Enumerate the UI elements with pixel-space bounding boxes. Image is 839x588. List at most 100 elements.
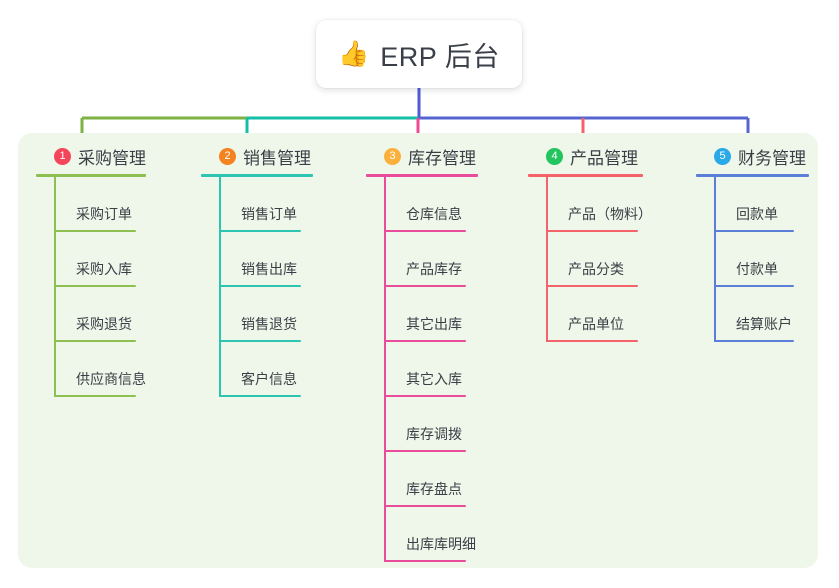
leaf-item-underline (714, 285, 794, 287)
leaf-item-label: 客户信息 (241, 371, 297, 387)
leaf-item[interactable]: 付款单 (696, 232, 839, 287)
leaf-item-underline (219, 395, 301, 397)
branch-spine-4 (546, 177, 548, 342)
leaf-item[interactable]: 结算账户 (696, 287, 839, 342)
leaf-item[interactable]: 库存盘点 (366, 452, 516, 507)
leaf-item[interactable]: 库存调拨 (366, 397, 516, 452)
leaf-item-label: 其它入库 (406, 371, 462, 387)
branch-items-2: 销售订单销售出库销售退货客户信息 (201, 177, 351, 397)
root-node-label: ERP 后台 (380, 41, 500, 72)
leaf-item-label: 供应商信息 (76, 371, 146, 387)
root-node[interactable]: 👍 ERP 后台 (316, 20, 522, 88)
branch-column-2: 2 销售管理销售订单销售出库销售退货客户信息 (201, 143, 351, 397)
leaf-item-label: 产品单位 (568, 316, 624, 332)
branch-underline-3 (366, 174, 478, 177)
leaf-item-underline (384, 340, 466, 342)
leaf-item-underline (714, 230, 794, 232)
branch-badge-3: 3 (384, 147, 401, 165)
leaf-item-underline (384, 285, 466, 287)
branch-title-1: 采购管理 (78, 148, 146, 168)
branch-title-2: 销售管理 (243, 148, 311, 168)
leaf-item-label: 库存盘点 (406, 481, 462, 497)
leaf-item[interactable]: 其它出库 (366, 287, 516, 342)
leaf-item[interactable]: 采购入库 (36, 232, 186, 287)
branch-badge-2: 2 (219, 147, 236, 165)
branch-underline-4 (528, 174, 643, 177)
branch-items-1: 采购订单采购入库采购退货供应商信息 (36, 177, 186, 397)
leaf-item-underline (54, 395, 136, 397)
leaf-item-label: 采购订单 (76, 206, 132, 222)
branch-spine-1 (54, 177, 56, 397)
leaf-item-label: 产品库存 (406, 261, 462, 277)
leaf-item-label: 采购入库 (76, 261, 132, 277)
leaf-item-label: 出库库明细 (406, 536, 476, 552)
leaf-item-label: 付款单 (736, 261, 778, 277)
leaf-item-underline (219, 285, 301, 287)
leaf-item-label: 销售退货 (241, 316, 297, 332)
leaf-item[interactable]: 回款单 (696, 177, 839, 232)
branch-badge-1: 1 (54, 147, 71, 165)
leaf-item-label: 产品（物料） (568, 206, 652, 222)
leaf-item[interactable]: 产品（物料） (528, 177, 683, 232)
leaf-item-underline (384, 505, 466, 507)
leaf-item-label: 采购退货 (76, 316, 132, 332)
leaf-item-underline (219, 230, 301, 232)
branch-column-1: 1 采购管理采购订单采购入库采购退货供应商信息 (36, 143, 186, 397)
leaf-item-underline (384, 395, 466, 397)
branch-underline-5 (696, 174, 809, 177)
branch-spine-2 (219, 177, 221, 397)
leaf-item[interactable]: 产品分类 (528, 232, 683, 287)
leaf-item[interactable]: 产品库存 (366, 232, 516, 287)
branch-badge-4: 4 (546, 147, 563, 165)
branch-underline-2 (201, 174, 313, 177)
leaf-item-underline (384, 450, 466, 452)
leaf-item[interactable]: 客户信息 (201, 342, 351, 397)
leaf-item-label: 销售出库 (241, 261, 297, 277)
leaf-item-underline (714, 340, 794, 342)
branches-panel (18, 133, 818, 568)
leaf-item[interactable]: 产品单位 (528, 287, 683, 342)
leaf-item-label: 仓库信息 (406, 206, 462, 222)
leaf-item-underline (219, 340, 301, 342)
leaf-item-underline (54, 285, 136, 287)
leaf-item-underline (54, 230, 136, 232)
leaf-item[interactable]: 采购退货 (36, 287, 186, 342)
branch-spine-3 (384, 177, 386, 562)
branch-title-3: 库存管理 (408, 148, 476, 168)
leaf-item-label: 销售订单 (241, 206, 297, 222)
leaf-item-underline (546, 285, 638, 287)
leaf-item-label: 结算账户 (736, 316, 792, 332)
leaf-item[interactable]: 销售出库 (201, 232, 351, 287)
branch-items-5: 回款单付款单结算账户 (696, 177, 839, 342)
leaf-item[interactable]: 供应商信息 (36, 342, 186, 397)
thumbs-up-icon: 👍 (338, 40, 370, 68)
leaf-item[interactable]: 仓库信息 (366, 177, 516, 232)
leaf-item-label: 产品分类 (568, 261, 624, 277)
branch-underline-1 (36, 174, 146, 177)
branch-column-3: 3 库存管理仓库信息产品库存其它出库其它入库库存调拨库存盘点出库库明细 (366, 143, 516, 562)
leaf-item[interactable]: 销售退货 (201, 287, 351, 342)
branch-title-5: 财务管理 (738, 148, 806, 168)
branch-spine-5 (714, 177, 716, 342)
leaf-item[interactable]: 出库库明细 (366, 507, 516, 562)
branch-header-2[interactable]: 2 销售管理 (201, 143, 351, 169)
branch-column-5: 5 财务管理回款单付款单结算账户 (696, 143, 839, 342)
leaf-item-underline (54, 340, 136, 342)
leaf-item-underline (384, 230, 466, 232)
leaf-item[interactable]: 其它入库 (366, 342, 516, 397)
branch-header-3[interactable]: 3 库存管理 (366, 143, 516, 169)
leaf-item[interactable]: 销售订单 (201, 177, 351, 232)
leaf-item[interactable]: 采购订单 (36, 177, 186, 232)
branch-badge-5: 5 (714, 147, 731, 165)
branch-header-1[interactable]: 1 采购管理 (36, 143, 186, 169)
leaf-item-label: 回款单 (736, 206, 778, 222)
leaf-item-label: 库存调拨 (406, 426, 462, 442)
leaf-item-underline (546, 230, 638, 232)
branch-header-5[interactable]: 5 财务管理 (696, 143, 839, 169)
leaf-item-label: 其它出库 (406, 316, 462, 332)
leaf-item-underline (384, 560, 466, 562)
branch-items-4: 产品（物料） 产品分类产品单位 (528, 177, 683, 342)
